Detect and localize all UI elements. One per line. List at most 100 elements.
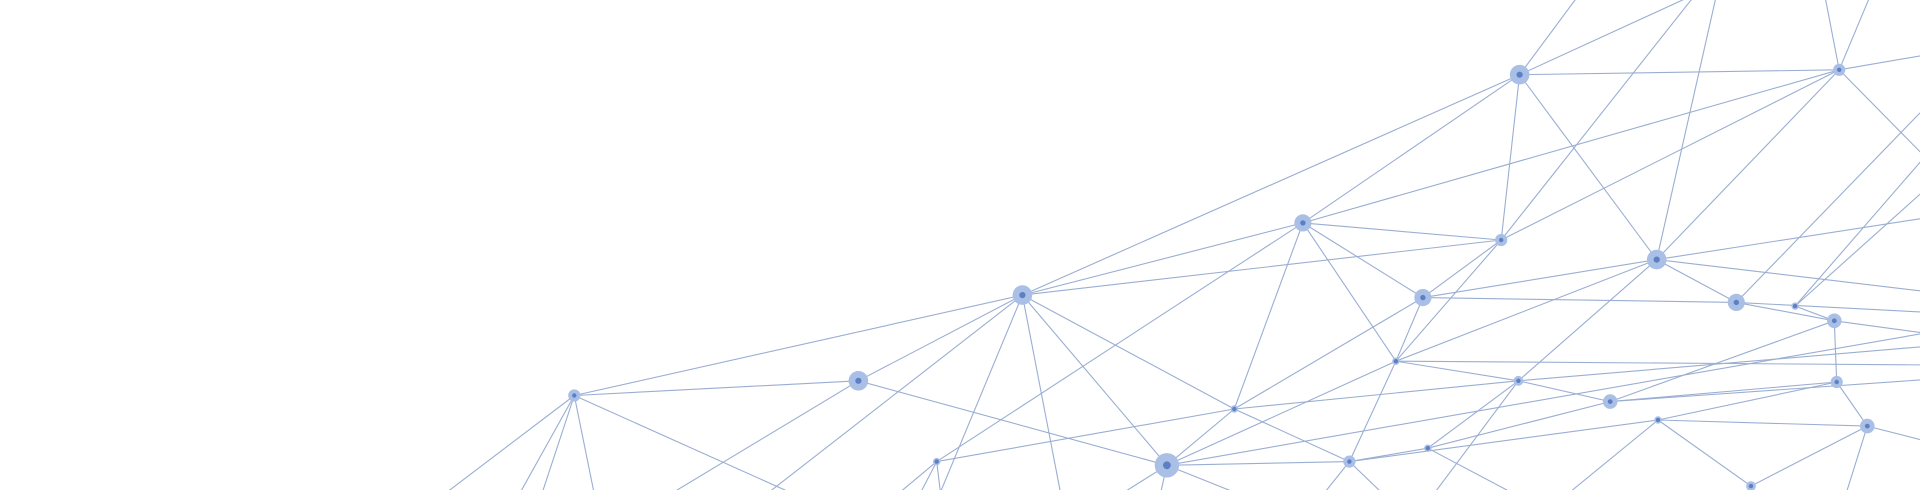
node-core (855, 377, 862, 384)
network-edge (1422, 239, 1502, 299)
network-edge (1021, 294, 1168, 466)
network-node (1860, 418, 1875, 434)
network-edge (1022, 239, 1502, 296)
network-edge (1610, 379, 1920, 403)
network-edge (1571, 419, 1659, 490)
network-edge (901, 461, 938, 490)
network-node (1827, 313, 1842, 329)
network-edge (1427, 401, 1611, 449)
network-edge (1302, 74, 1520, 224)
node-core (1655, 417, 1661, 423)
node-core (1653, 256, 1660, 263)
network-node (1392, 357, 1400, 365)
node-core (1864, 423, 1870, 429)
node-core (1837, 67, 1842, 73)
network-edge (1427, 380, 1519, 449)
network-edge (542, 395, 575, 490)
network-node (1343, 455, 1356, 468)
node-core (1232, 406, 1237, 412)
node-core (1300, 220, 1306, 226)
network-edge (1166, 408, 1235, 466)
network-edge (573, 395, 595, 490)
network-edge (1500, 0, 1692, 241)
node-core (1393, 359, 1399, 364)
node-core (1499, 237, 1504, 243)
network-edge (1233, 222, 1304, 410)
network-edge (1735, 112, 1920, 303)
network-edge (1834, 320, 1920, 333)
network-edge (1500, 69, 1840, 241)
network-edge (940, 294, 1023, 490)
network-edge (1427, 447, 1509, 490)
network-edge (1422, 259, 1657, 299)
node-core (1425, 446, 1431, 451)
network-edge (1500, 74, 1521, 241)
network-node (1424, 444, 1432, 452)
network-edge (1518, 346, 1920, 382)
network-edge (1839, 55, 1920, 71)
network-node (1495, 233, 1508, 247)
network-edge (1166, 360, 1397, 466)
network-edge (1846, 425, 1868, 490)
network-edge (1395, 297, 1424, 362)
network-node (933, 457, 941, 466)
network-node (1294, 214, 1312, 232)
node-core (1516, 71, 1523, 78)
network-node (1654, 416, 1662, 424)
network-node (1727, 293, 1745, 311)
node-core (1748, 483, 1754, 489)
node-core (1733, 299, 1740, 306)
network-edge (936, 408, 1235, 463)
node-core (1163, 461, 1171, 470)
network-edge (1395, 360, 1519, 382)
network-edge (1395, 259, 1657, 362)
network-edge (770, 294, 1023, 490)
network-node (1509, 64, 1530, 85)
network-edge (1656, 0, 1716, 260)
network-node (1230, 405, 1239, 413)
network-edge (1656, 259, 1920, 292)
node-core (1019, 292, 1026, 299)
network-edge (448, 395, 575, 490)
network-edge (1610, 381, 1837, 403)
network-node (568, 389, 581, 402)
network-edge (1656, 259, 1737, 303)
network-edge (1166, 333, 1920, 466)
network-edge (1656, 218, 1920, 261)
network-edge (1867, 425, 1920, 441)
network-node (1602, 394, 1618, 409)
network-edge (1302, 69, 1840, 224)
network-node (1833, 63, 1846, 76)
network-edge (1302, 222, 1397, 362)
network-edge (1794, 193, 1920, 307)
edge-group (448, 0, 1920, 490)
network-edge (1519, 74, 1658, 260)
network-edge (1021, 294, 1061, 490)
network-edge (1519, 0, 1684, 76)
network-edge (1166, 461, 1350, 466)
network-edge (936, 222, 1304, 463)
network-edge (858, 294, 1023, 382)
network-edge (921, 461, 938, 490)
node-group (568, 63, 1875, 490)
network-edge (1657, 381, 1837, 421)
network-edge (1836, 381, 1868, 427)
network-edge (1519, 0, 1576, 76)
network-edge (1325, 461, 1350, 490)
network-node (1830, 375, 1843, 389)
network-edge (1302, 222, 1502, 241)
network-node (1414, 289, 1432, 307)
network-edge (1838, 0, 1870, 71)
node-core (1831, 318, 1837, 324)
network-node (1791, 302, 1799, 310)
network-edge (1234, 297, 1424, 410)
node-core (1834, 379, 1839, 385)
network-edge (1736, 301, 1835, 322)
network-edge (520, 395, 575, 490)
node-core (1347, 459, 1352, 464)
network-edge (1518, 259, 1658, 382)
network-edge (1610, 320, 1835, 403)
network-edge (1349, 419, 1659, 463)
network-edge (1349, 447, 1428, 463)
network-edge (1657, 419, 1752, 487)
